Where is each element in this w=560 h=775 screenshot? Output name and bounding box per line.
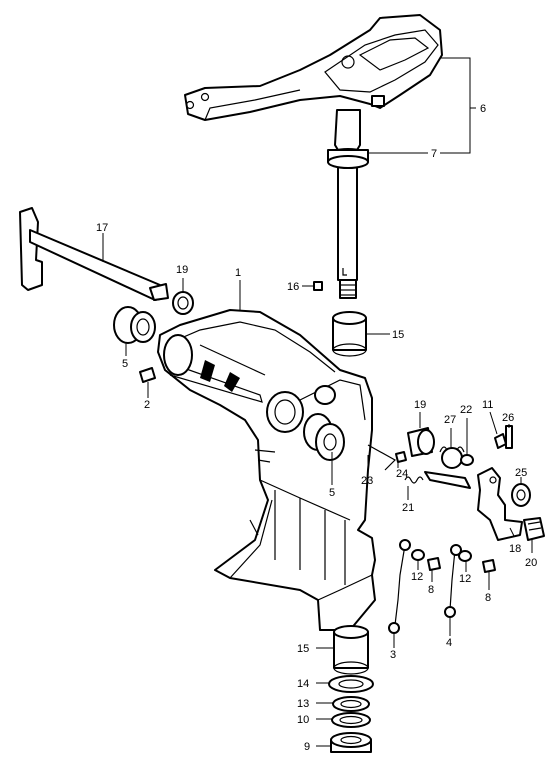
callout-19-left: 19 xyxy=(176,264,188,276)
callout-27: 27 xyxy=(444,414,456,426)
leader-lines xyxy=(102,57,533,747)
callout-1: 1 xyxy=(235,267,241,279)
part-22 xyxy=(460,454,474,466)
link-rod-23 xyxy=(367,444,471,489)
grease-nipple-16 xyxy=(313,281,323,291)
callout-26: 26 xyxy=(502,412,514,424)
callout-6: 6 xyxy=(480,103,486,115)
ground-wires xyxy=(388,539,462,634)
callout-labels: 1 2 3 4 5 5 6 7 8 8 9 10 11 12 12 13 14 … xyxy=(96,103,537,753)
bushing-upper xyxy=(332,311,367,357)
tilt-lock-parts xyxy=(477,425,545,541)
callout-15-lower: 15 xyxy=(297,643,309,655)
tilt-lever-rod xyxy=(19,207,169,301)
callout-5-right: 5 xyxy=(329,487,335,499)
callout-17: 17 xyxy=(96,222,108,234)
callout-2: 2 xyxy=(144,399,150,411)
callout-12-left: 12 xyxy=(411,571,423,583)
swivel-bracket-body xyxy=(157,309,376,631)
callout-24: 24 xyxy=(396,468,408,480)
callout-22: 22 xyxy=(460,404,472,416)
callout-13: 13 xyxy=(297,698,309,710)
callout-10: 10 xyxy=(297,714,309,726)
lower-washers-nut xyxy=(328,675,374,753)
callout-3: 3 xyxy=(390,649,396,661)
callout-12-right: 12 xyxy=(459,573,471,585)
bushing-left xyxy=(113,306,156,344)
callout-20: 20 xyxy=(525,557,537,569)
callout-18: 18 xyxy=(509,543,521,555)
bushing-19-right xyxy=(407,427,435,457)
callout-8-right: 8 xyxy=(485,592,491,604)
callout-8-left: 8 xyxy=(428,584,434,596)
bushing-19-left xyxy=(172,291,194,315)
callout-14: 14 xyxy=(297,678,309,690)
bushing-right xyxy=(303,413,345,461)
callout-9: 9 xyxy=(304,741,310,753)
callout-19-right: 19 xyxy=(414,399,426,411)
callout-7: 7 xyxy=(431,148,437,160)
callout-23: 23 xyxy=(361,475,373,487)
spring-27 xyxy=(439,446,465,469)
steering-bracket xyxy=(184,14,443,121)
grease-fitting-2 xyxy=(139,367,156,383)
steering-shaft xyxy=(327,109,369,299)
callout-5-left: 5 xyxy=(122,358,128,370)
callout-15-upper: 15 xyxy=(392,329,404,341)
callout-16: 16 xyxy=(287,281,299,293)
callout-25: 25 xyxy=(515,467,527,479)
callout-11: 11 xyxy=(482,399,493,411)
callout-21: 21 xyxy=(402,502,414,514)
bolts-washers xyxy=(411,549,496,573)
callout-4: 4 xyxy=(446,637,452,649)
bushing-lower xyxy=(333,625,369,675)
small-parts-21-24 xyxy=(395,451,424,484)
